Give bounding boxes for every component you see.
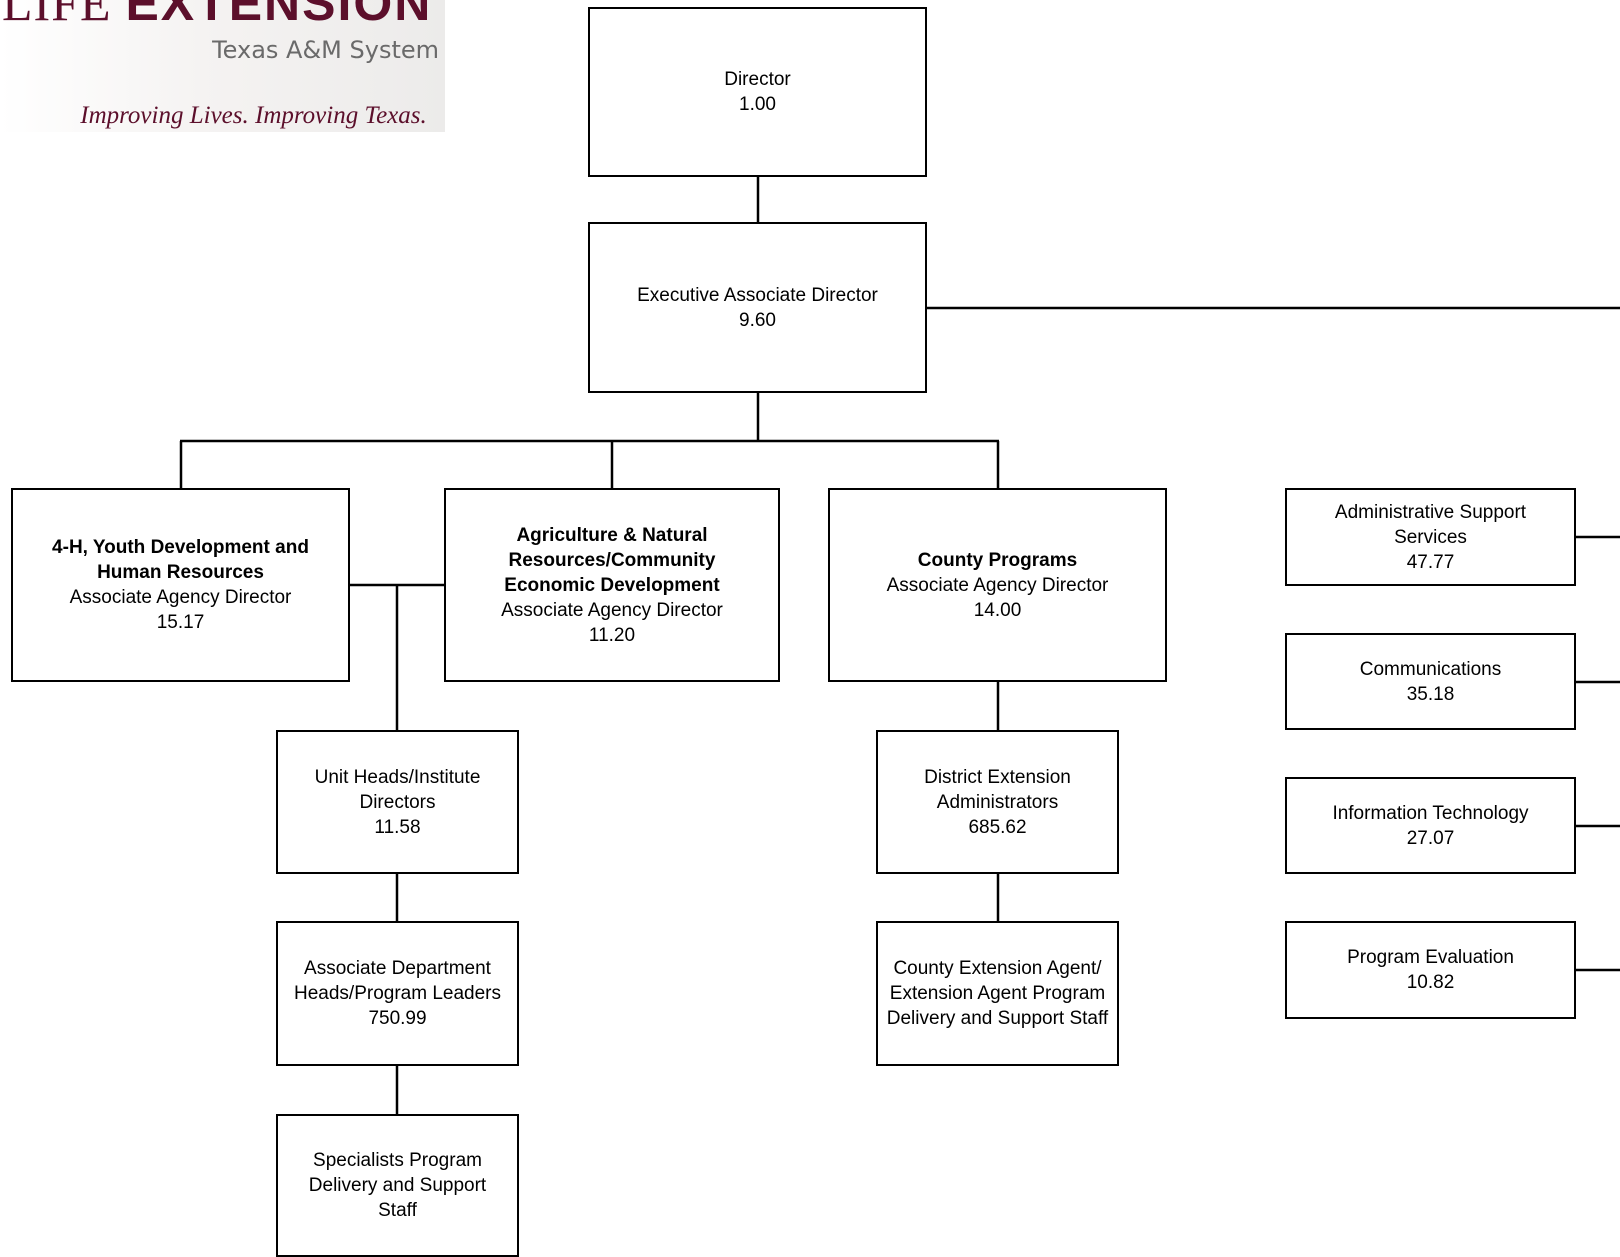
district-extension-box: District Extension Administrators 685.62	[876, 730, 1119, 874]
youth-development-box: 4-H, Youth Development and Human Resourc…	[11, 488, 350, 682]
communications-title: Communications	[1359, 658, 1502, 680]
district-fte: 685.62	[968, 816, 1027, 838]
it-fte: 27.07	[1406, 827, 1455, 849]
executive-associate-director-box: Executive Associate Director 9.60	[588, 222, 927, 393]
specialists-title: Specialists Program Delivery and Support…	[308, 1150, 487, 1221]
admin-support-fte: 47.77	[1406, 551, 1455, 573]
director-box: Director 1.00	[588, 7, 927, 177]
youth-fte: 15.17	[156, 612, 205, 633]
director-title: Director	[724, 69, 791, 90]
executive-title: Executive Associate Director	[637, 284, 878, 306]
unit-heads-title: Unit Heads/Institute Directors	[314, 766, 481, 813]
agriculture-box: Agriculture & Natural Resources/Communit…	[444, 488, 780, 682]
agriculture-role: Associate Agency Director	[501, 599, 723, 621]
youth-role: Associate Agency Director	[69, 587, 292, 608]
executive-fte: 9.60	[739, 309, 776, 331]
associate-department-heads-box: Associate Department Heads/Program Leade…	[276, 921, 519, 1066]
unit-heads-fte: 11.58	[374, 816, 421, 838]
information-technology-box: Information Technology 27.07	[1285, 777, 1576, 874]
director-fte: 1.00	[739, 94, 776, 115]
county-extension-agent-box: County Extension Agent/ Extension Agent …	[876, 921, 1119, 1066]
program-eval-title: Program Evaluation	[1347, 947, 1514, 968]
county-agent-title: County Extension Agent/ Extension Agent …	[886, 958, 1109, 1029]
administrative-support-box: Administrative Support Services 47.77	[1285, 488, 1576, 586]
county-programs-box: County Programs Associate Agency Directo…	[828, 488, 1167, 682]
agriculture-name: Agriculture & Natural Resources/Communit…	[504, 524, 720, 596]
program-evaluation-box: Program Evaluation 10.82	[1285, 921, 1576, 1019]
youth-name: 4-H, Youth Development and Human Resourc…	[52, 537, 309, 583]
county-name: County Programs	[917, 549, 1078, 571]
logo-system-name: Texas A&M System	[212, 36, 439, 64]
agrilife-extension-logo: LIFE EXTENSION Texas A&M System Improvin…	[0, 0, 445, 132]
assoc-dept-fte: 750.99	[368, 1008, 427, 1029]
unit-heads-box: Unit Heads/Institute Directors 11.58	[276, 730, 519, 874]
communications-box: Communications 35.18	[1285, 633, 1576, 730]
logo-tagline: Improving Lives. Improving Texas.	[80, 102, 427, 129]
logo-brand-word-1: LIFE	[2, 0, 112, 31]
it-title: Information Technology	[1332, 802, 1529, 824]
district-title: District Extension Administrators	[924, 766, 1071, 813]
logo-brand-name: LIFE EXTENSION	[2, 0, 432, 28]
county-role: Associate Agency Director	[886, 574, 1109, 596]
agriculture-fte: 11.20	[588, 624, 636, 646]
logo-brand-word-2: EXTENSION	[125, 0, 433, 31]
assoc-dept-title: Associate Department Heads/Program Leade…	[294, 958, 501, 1004]
specialists-box: Specialists Program Delivery and Support…	[276, 1114, 519, 1257]
county-fte: 14.00	[973, 599, 1022, 621]
admin-support-title: Administrative Support Services	[1334, 501, 1527, 548]
communications-fte: 35.18	[1406, 683, 1455, 705]
program-eval-fte: 10.82	[1406, 972, 1455, 993]
